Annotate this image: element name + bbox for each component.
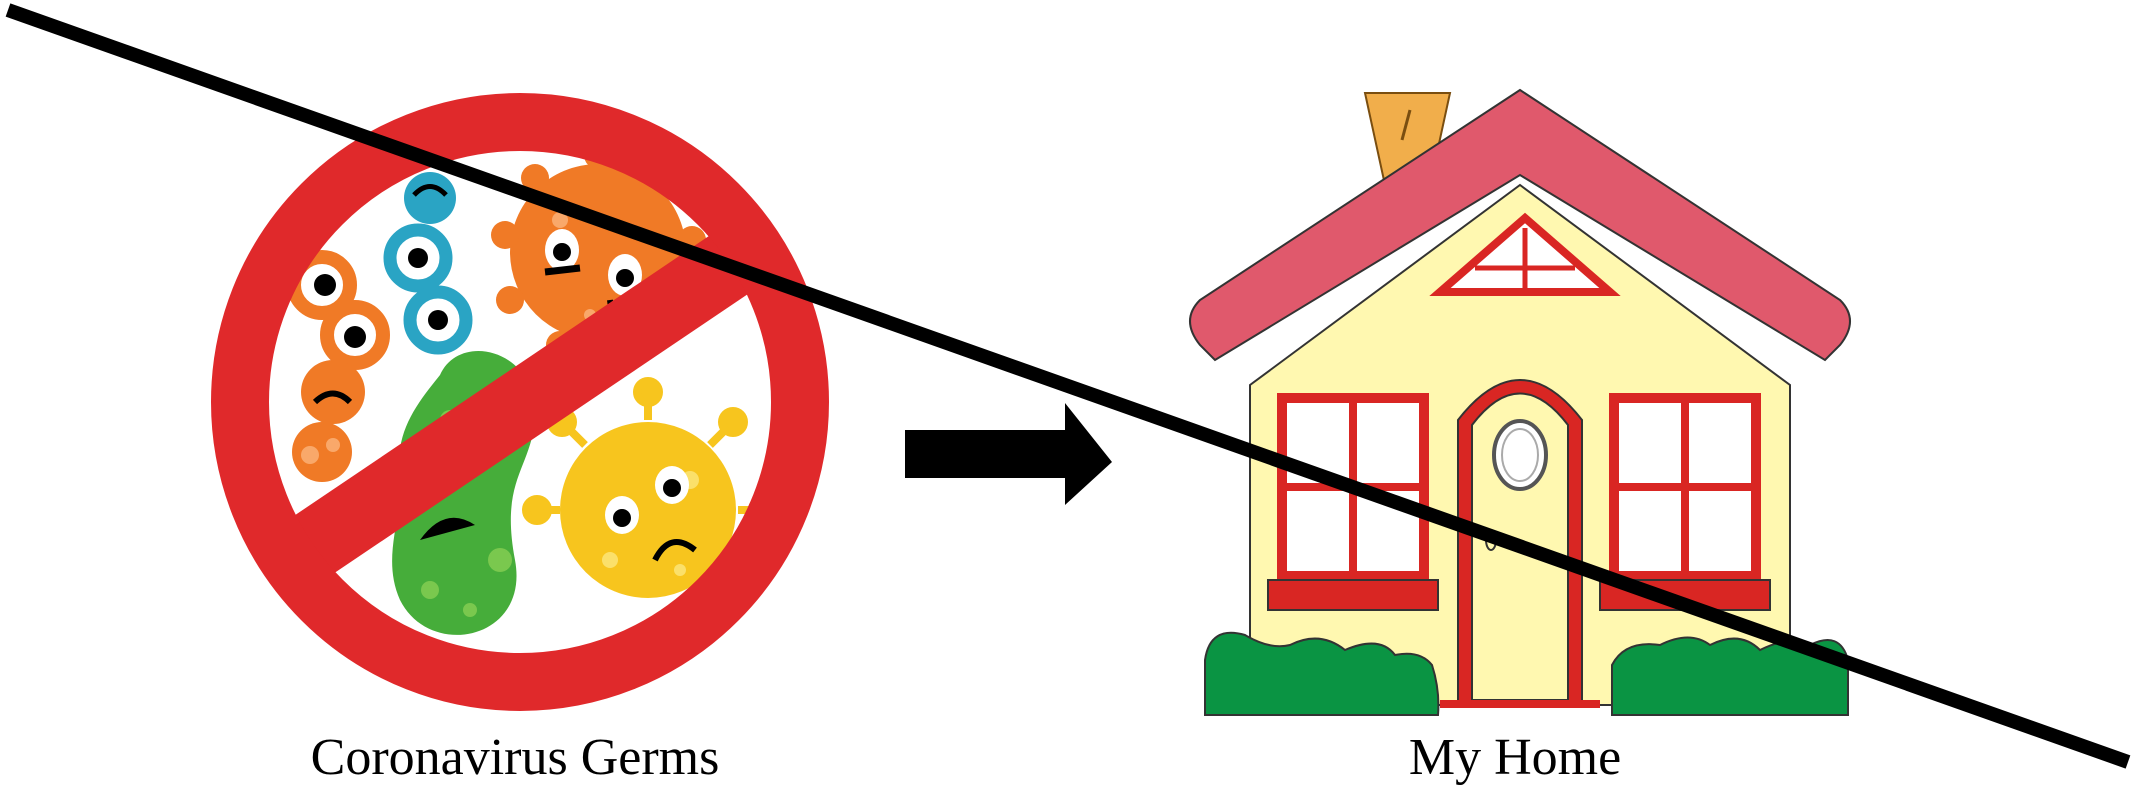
caption-coronavirus-germs: Coronavirus Germs [310,729,720,786]
strikethrough-line [5,3,2131,769]
house-icon [1189,88,1851,716]
blue-chain-germ [383,172,473,355]
orange-chain-germ [287,250,390,482]
no-germs-prohibition-icon [211,93,832,711]
right-arrow-icon [905,403,1112,505]
caption-my-home: My Home [1408,729,1622,786]
right-bush [1611,636,1849,716]
left-bush [1204,631,1440,716]
right-window [1599,393,1771,611]
